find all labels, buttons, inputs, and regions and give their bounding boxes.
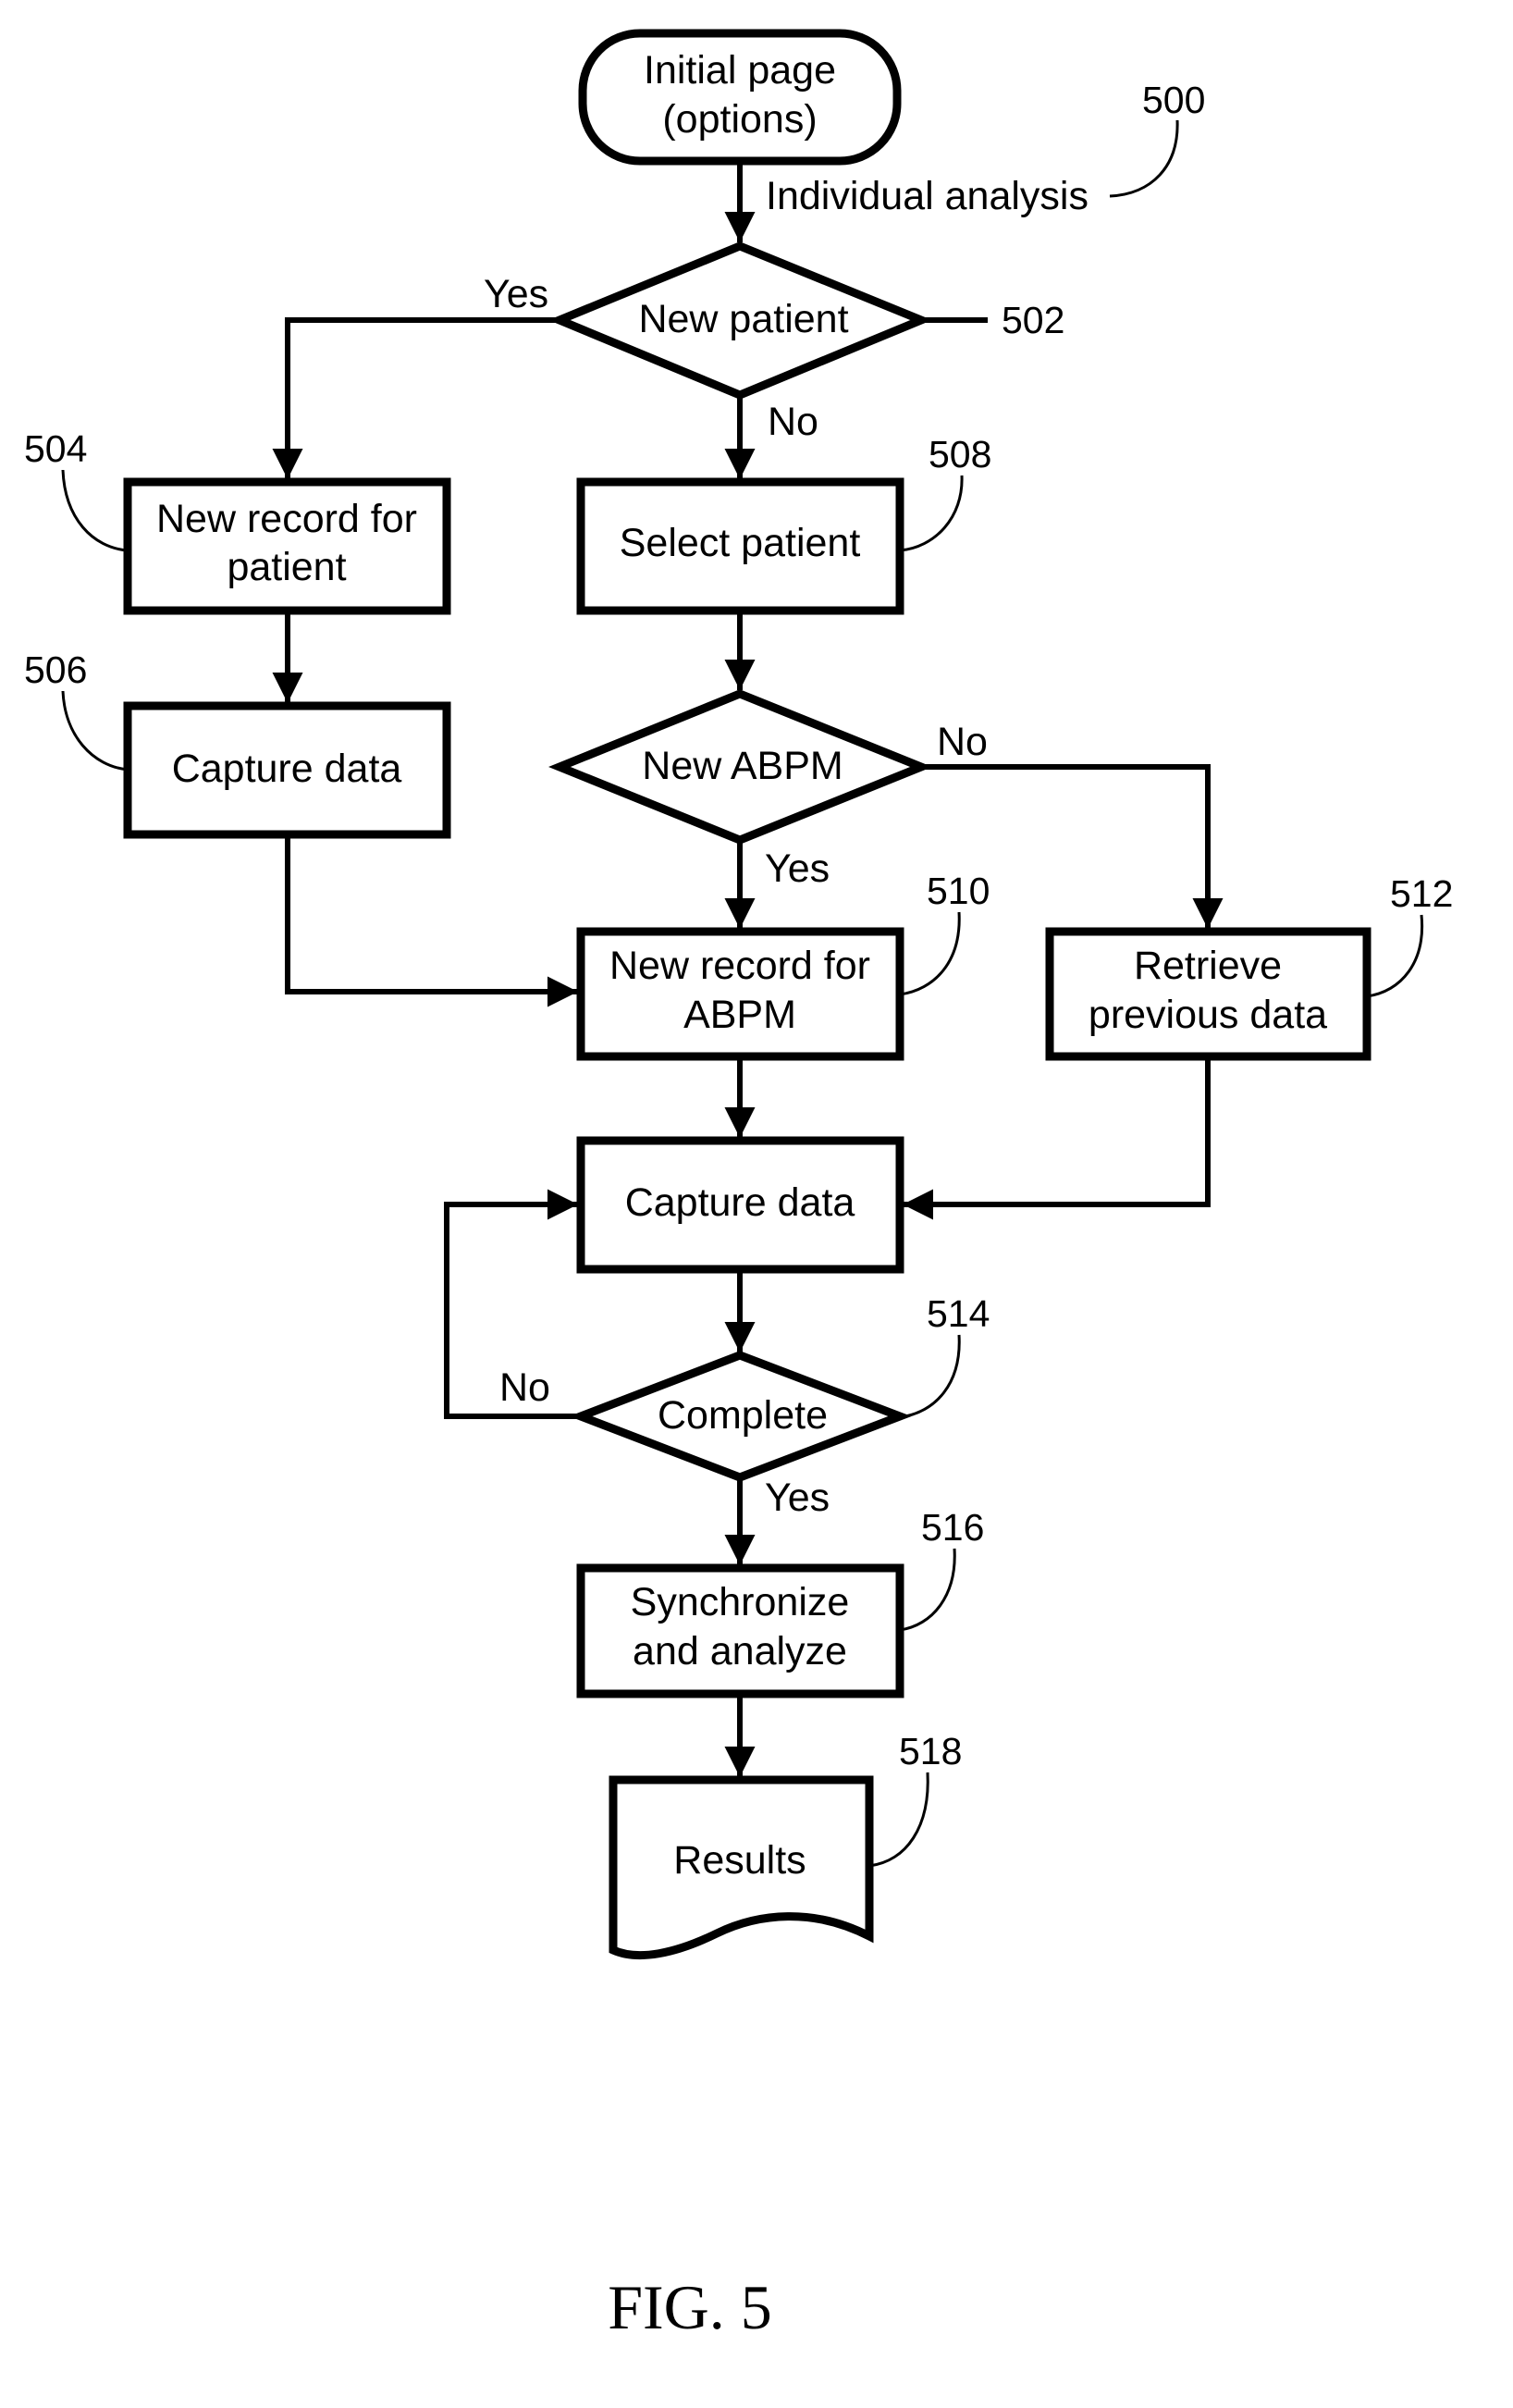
ref-512: 512 bbox=[1390, 872, 1453, 915]
leader-516 bbox=[900, 1549, 954, 1630]
node-synchronize-line1: Synchronize bbox=[631, 1580, 850, 1624]
ref-500: 500 bbox=[1142, 79, 1205, 121]
label-new-abpm-yes: Yes bbox=[765, 846, 830, 891]
leader-514 bbox=[900, 1335, 959, 1417]
label-complete-yes: Yes bbox=[765, 1476, 830, 1520]
label-new-patient-no: No bbox=[768, 400, 818, 444]
node-synchronize-line2: and analyze bbox=[633, 1629, 847, 1673]
node-capture-data-left: Capture data bbox=[128, 706, 447, 834]
node-select-patient: Select patient bbox=[581, 482, 900, 611]
node-new-record-patient: New record for patient bbox=[128, 482, 447, 611]
node-initial-page: Initial page (options) bbox=[583, 33, 897, 161]
edge-capture-left-to-abpm-record bbox=[288, 835, 578, 992]
node-results-label: Results bbox=[673, 1838, 806, 1883]
node-new-record-patient-line1: New record for bbox=[156, 497, 417, 541]
node-select-patient-label: Select patient bbox=[620, 521, 861, 565]
leader-504 bbox=[63, 470, 128, 550]
node-new-patient-decision: New patient bbox=[560, 246, 921, 395]
leader-512 bbox=[1367, 915, 1422, 996]
ref-516: 516 bbox=[921, 1506, 984, 1549]
ref-502: 502 bbox=[1002, 299, 1064, 341]
leader-518 bbox=[869, 1772, 928, 1866]
label-new-patient-yes: Yes bbox=[484, 272, 548, 316]
ref-504: 504 bbox=[24, 427, 87, 470]
node-capture-data-main-label: Capture data bbox=[625, 1180, 855, 1225]
node-capture-data-left-label: Capture data bbox=[172, 747, 402, 791]
leader-506 bbox=[63, 691, 128, 770]
ref-518: 518 bbox=[899, 1730, 962, 1772]
node-complete-label: Complete bbox=[658, 1393, 828, 1438]
leader-500 bbox=[1110, 120, 1177, 196]
node-retrieve-previous-line2: previous data bbox=[1089, 993, 1327, 1037]
leader-510 bbox=[900, 912, 959, 994]
ref-510: 510 bbox=[927, 870, 990, 912]
node-new-record-abpm-line2: ABPM bbox=[683, 993, 796, 1037]
node-initial-page-line1: Initial page bbox=[644, 48, 836, 93]
node-new-record-abpm: New record for ABPM bbox=[581, 932, 900, 1056]
figure-caption: FIG. 5 bbox=[608, 2272, 772, 2342]
edge-new-patient-yes bbox=[288, 320, 560, 479]
node-new-record-patient-line2: patient bbox=[227, 545, 346, 589]
ref-514: 514 bbox=[927, 1292, 990, 1335]
ref-508: 508 bbox=[929, 433, 991, 475]
ref-506: 506 bbox=[24, 648, 87, 691]
leader-508 bbox=[900, 475, 962, 550]
label-complete-no: No bbox=[499, 1365, 550, 1410]
node-new-patient-label: New patient bbox=[638, 297, 848, 341]
node-retrieve-previous: Retrieve previous data bbox=[1050, 932, 1367, 1056]
node-results-document: Results bbox=[613, 1780, 869, 1956]
node-new-abpm-label: New ABPM bbox=[642, 744, 843, 788]
node-new-record-abpm-line1: New record for bbox=[609, 944, 870, 988]
node-retrieve-previous-line1: Retrieve bbox=[1134, 944, 1282, 988]
label-individual-analysis: Individual analysis bbox=[766, 174, 1089, 218]
label-new-abpm-no: No bbox=[937, 720, 988, 764]
node-new-abpm-decision: New ABPM bbox=[560, 694, 921, 840]
node-capture-data-main: Capture data bbox=[581, 1141, 900, 1269]
edge-retrieve-to-capture bbox=[903, 1057, 1208, 1204]
node-complete-decision: Complete bbox=[581, 1355, 900, 1477]
node-initial-page-line2: (options) bbox=[662, 97, 817, 142]
node-synchronize: Synchronize and analyze bbox=[581, 1568, 900, 1694]
